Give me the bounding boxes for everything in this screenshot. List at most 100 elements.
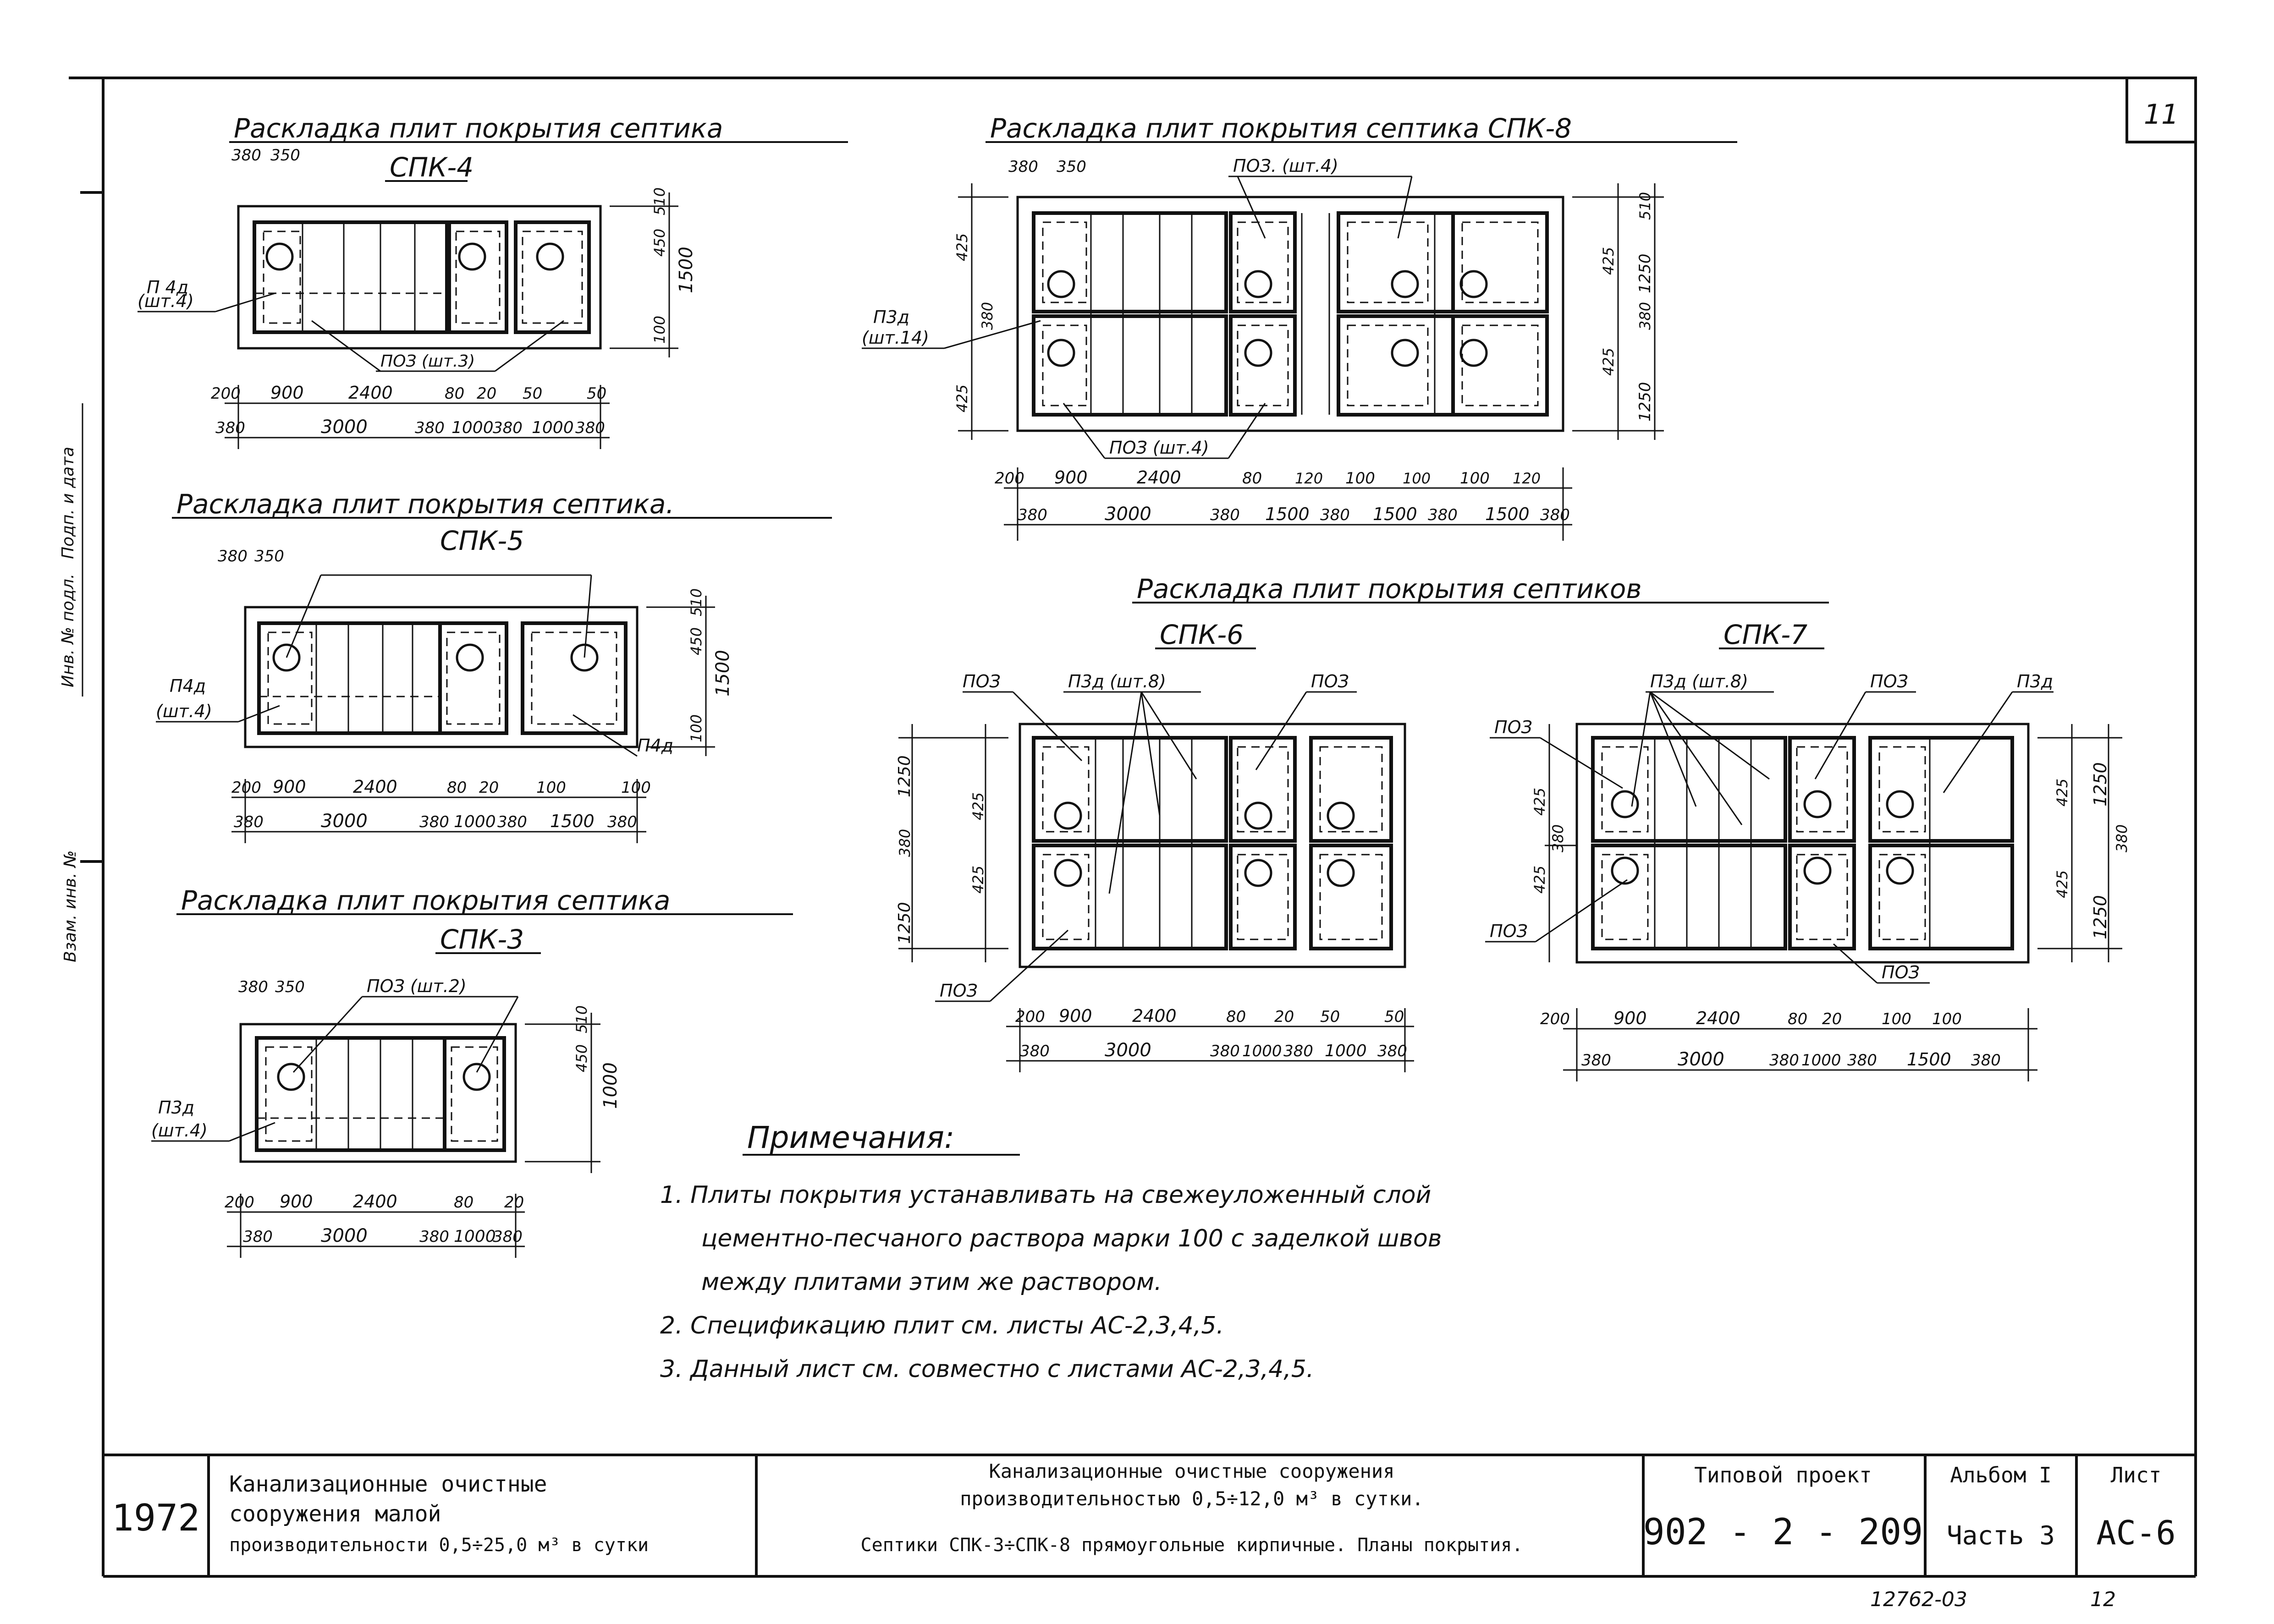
spk5-manhole-1 bbox=[272, 643, 301, 672]
spk5-chamber-3 bbox=[521, 621, 628, 735]
spk6-chamber-3a bbox=[1309, 736, 1393, 843]
plan-spk8: Раскладка плит покрытия септика СПК-8 38… bbox=[862, 113, 1737, 541]
spk6-left-dim-3: 380 bbox=[896, 829, 914, 857]
spk7-b2-7: 380 bbox=[1971, 1051, 2001, 1070]
spk4-chamber-1 bbox=[253, 220, 451, 334]
spk4-manhole-2 bbox=[458, 242, 486, 271]
spk6-left-dim-1: 1250 bbox=[895, 755, 914, 797]
spk4-right-dim-1: 510 bbox=[651, 187, 668, 215]
spk5-b1-2: 900 bbox=[273, 777, 306, 797]
spk8-b2-2: 3000 bbox=[1105, 504, 1151, 525]
note-line-3: между плитами этим же раствором. bbox=[701, 1268, 1162, 1296]
spk5-manhole-2 bbox=[456, 643, 484, 672]
spk8-manhole-4 bbox=[1244, 339, 1272, 367]
bottom-number: 12 bbox=[2090, 1588, 2116, 1611]
spk7-b1-2: 900 bbox=[1613, 1008, 1647, 1028]
title-sheet-label: Лист bbox=[2111, 1463, 2162, 1487]
spk7-label-poz-top: ПОЗ bbox=[1870, 671, 1908, 691]
spk8-chamber-2a bbox=[1229, 211, 1297, 313]
spk4-name: СПК-4 bbox=[390, 152, 474, 183]
spk7-chamber-3a bbox=[1868, 736, 2014, 843]
spk8-b1-9: 120 bbox=[1513, 470, 1541, 487]
plan-spk4: Раскладка плит покрытия септика СПК-4 38… bbox=[138, 113, 848, 449]
spk4-b2-1: 380 bbox=[215, 419, 245, 437]
note-line-1: 1. Плиты покрытия устанавливать на свеже… bbox=[660, 1181, 1431, 1209]
spk6-b1-4: 80 bbox=[1226, 1008, 1246, 1026]
spk7-right-dim-3: 380 bbox=[2113, 824, 2131, 852]
spk6-label-poz-bottom: ПОЗ bbox=[940, 981, 978, 1001]
spk4-title: Раскладка плит покрытия септика bbox=[234, 113, 723, 144]
spk6-b1-7: 50 bbox=[1384, 1008, 1404, 1026]
spk4-chamber-2 bbox=[445, 220, 508, 334]
plan-spk5: Раскладка плит покрытия септика. СПК-5 3… bbox=[156, 488, 832, 843]
spk8-left-dim-1: 425 bbox=[953, 233, 971, 261]
spk7-manhole-2 bbox=[1611, 856, 1639, 885]
spk6-b1-6: 50 bbox=[1320, 1008, 1340, 1026]
spk7-left-dim-3: 425 bbox=[1531, 866, 1548, 894]
spk3-manhole-2 bbox=[463, 1063, 491, 1091]
notes: Примечания: 1. Плиты покрытия устанавлив… bbox=[660, 1120, 1442, 1383]
spk5-top-dim-2: 350 bbox=[254, 547, 284, 565]
side-stamp-2: Подп. и дата bbox=[59, 447, 77, 559]
spk5-b1-6: 100 bbox=[536, 779, 566, 797]
spk7-chamber-1b bbox=[1591, 844, 1787, 950]
spk5-b1-4: 80 bbox=[447, 779, 467, 797]
spk8-label-left: П3д bbox=[873, 307, 909, 327]
spk6-name: СПК-6 bbox=[1160, 619, 1244, 650]
spk3-b2-5: 380 bbox=[493, 1228, 523, 1246]
spk7-manhole-5 bbox=[1886, 790, 1914, 818]
title-desc-2: сооружения малой bbox=[229, 1501, 441, 1527]
spk7-b2-6: 1500 bbox=[1907, 1049, 1951, 1070]
spk5-right-dim-2: 450 bbox=[688, 627, 705, 655]
sheet-frame bbox=[69, 77, 2197, 1578]
spk3-right-dim-3: 1000 bbox=[600, 1062, 621, 1109]
spk3-b2-3: 380 bbox=[419, 1228, 449, 1246]
spk7-right-dim-1: 425 bbox=[2054, 779, 2071, 807]
sheet-number-box: 11 bbox=[2125, 77, 2197, 143]
sheet-number-top: 11 bbox=[2144, 99, 2179, 131]
title-project-number: 902 - 2 - 209 bbox=[1643, 1512, 1923, 1553]
spk8-b1-5: 120 bbox=[1295, 470, 1323, 487]
spk5-b1-5: 20 bbox=[479, 779, 499, 797]
spk3-right-dim-2: 450 bbox=[573, 1044, 590, 1072]
spk3-name: СПК-3 bbox=[440, 924, 524, 955]
spk6-chamber-2b bbox=[1229, 844, 1297, 950]
spk4-b1-7: 50 bbox=[587, 384, 606, 403]
spk4-top-dim-2: 350 bbox=[270, 146, 300, 165]
spk8-label-bottom: ПОЗ (шт.4) bbox=[1109, 438, 1209, 458]
spk8-outline bbox=[1016, 196, 1564, 432]
spk7-manhole-6 bbox=[1886, 856, 1914, 885]
spk8-top-dim-2: 350 bbox=[1057, 158, 1086, 176]
spk5-b2-4: 1000 bbox=[454, 812, 496, 831]
spk6-chamber-1b bbox=[1032, 844, 1228, 950]
spk7-b2-1: 380 bbox=[1581, 1051, 1611, 1070]
spk4-b2-7: 380 bbox=[575, 419, 605, 437]
spk6-chamber-2a bbox=[1229, 736, 1297, 843]
spk5-b1-3: 2400 bbox=[353, 777, 397, 797]
spk7-right-dim-5: 1250 bbox=[2090, 895, 2110, 939]
spk4-top-dim-1: 380 bbox=[231, 146, 261, 165]
spk8-b2-3: 380 bbox=[1210, 506, 1240, 524]
spk6-manhole-5 bbox=[1327, 801, 1355, 830]
spk3-b1-2: 900 bbox=[280, 1191, 313, 1212]
spk4-outline bbox=[237, 205, 602, 350]
spk3-b2-4: 1000 bbox=[454, 1227, 496, 1246]
spk8-left-dim-3: 425 bbox=[953, 384, 971, 412]
spk6-left-dim-5: 1250 bbox=[895, 902, 914, 944]
spk7-chamber-2b bbox=[1788, 844, 1856, 950]
spk7-b1-3: 2400 bbox=[1696, 1008, 1740, 1028]
spk5-b1-7: 100 bbox=[621, 779, 651, 797]
spk8-manhole-2 bbox=[1047, 339, 1075, 367]
spk3-label-left-count: (шт.4) bbox=[151, 1120, 208, 1141]
spk3-label-left: П3д bbox=[158, 1097, 194, 1118]
spk8-right-dim-2: 1250 bbox=[1636, 253, 1654, 293]
spk8-right-dim-1: 510 bbox=[1636, 192, 1654, 220]
title-main-1: Канализационные очистные сооружения bbox=[989, 1460, 1394, 1482]
spk4-b2-6: 1000 bbox=[532, 418, 574, 437]
spk4-right-dim-3: 1500 bbox=[676, 247, 697, 293]
spk6-left-dim-2: 425 bbox=[969, 792, 987, 820]
spk6-b2-5: 380 bbox=[1283, 1042, 1313, 1060]
spk5-b2-7: 380 bbox=[607, 813, 637, 831]
spk7-b1-7: 100 bbox=[1932, 1010, 1962, 1028]
